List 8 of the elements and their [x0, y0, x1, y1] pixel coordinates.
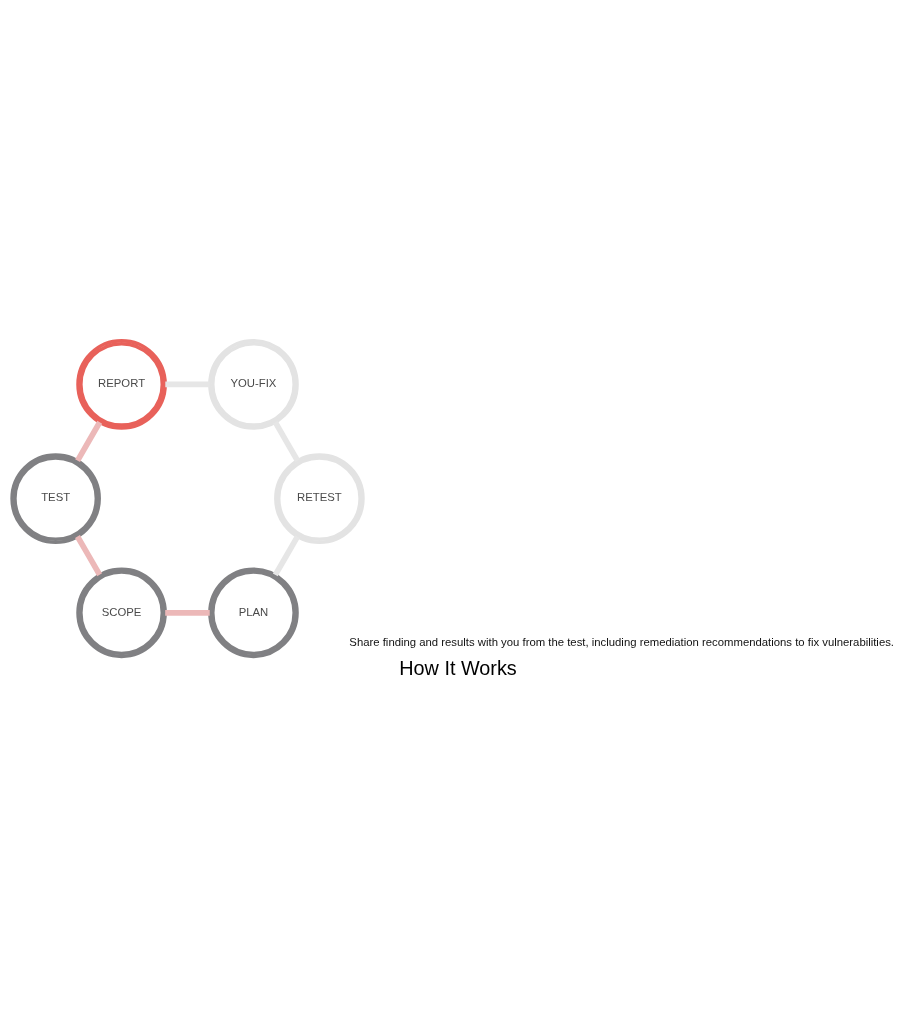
label: Share finding and results with you from the test, including remediation recommendations to fix vulnerabilities. — [349, 635, 895, 648]
connector — [272, 534, 300, 576]
connector — [75, 420, 103, 462]
connector — [165, 381, 210, 387]
connector — [165, 609, 210, 616]
connector — [75, 534, 103, 576]
diagram-title: How It Works — [399, 656, 517, 679]
connector — [272, 420, 300, 462]
